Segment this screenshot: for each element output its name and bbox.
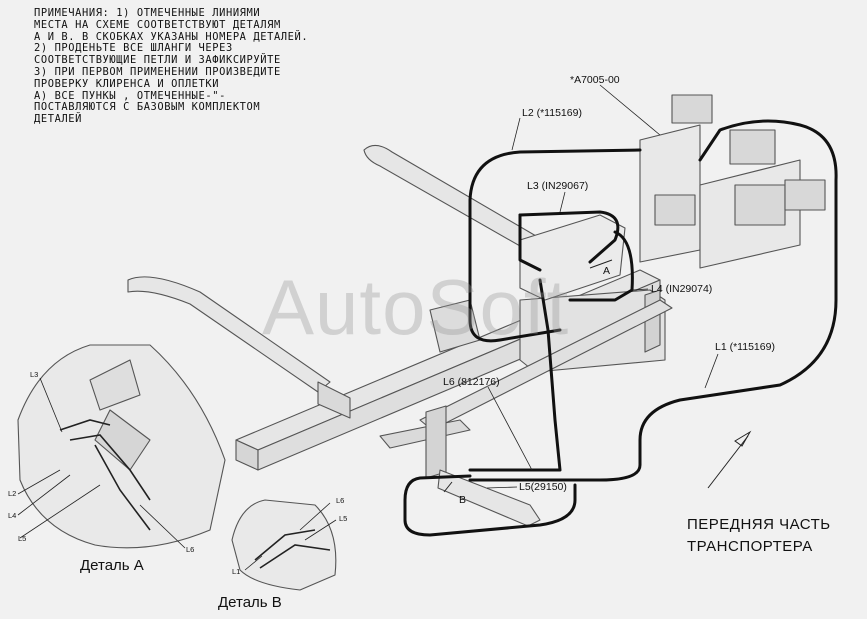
leader-da-l6 bbox=[139, 504, 186, 549]
detail-a-label-l2: L2 bbox=[8, 489, 17, 498]
hose-lower-loop bbox=[518, 213, 542, 272]
detail-b-label-l1: L1 bbox=[232, 567, 241, 576]
valve-body-1 bbox=[671, 94, 713, 124]
callout-l5: L5(29150) bbox=[519, 481, 567, 493]
front-hitch-post bbox=[425, 405, 447, 479]
detail-a-hose-2 bbox=[69, 434, 151, 501]
detail-b-drawing bbox=[231, 499, 337, 591]
leader-l1 bbox=[704, 353, 719, 389]
centre-plate bbox=[519, 214, 626, 301]
note-line: А И В. В СКОБКАХ УКАЗАНЫ НОМЕРА ДЕТАЛЕЙ. bbox=[34, 30, 309, 43]
notes-block: ПРИМЕЧАНИЯ: 1) ОТМЕЧЕННЫЕ ЛИНИЯМИ МЕСТА … bbox=[34, 7, 434, 126]
leader-da-l4 bbox=[17, 474, 71, 516]
mark-b: B bbox=[459, 494, 467, 506]
leader-l2 bbox=[511, 117, 521, 151]
mark-a: A bbox=[603, 265, 611, 277]
note-line: А) ВСЕ ПУНКЫ , ОТМЕЧЕННЫЕ-"- bbox=[34, 89, 226, 102]
valve-body-2 bbox=[729, 129, 776, 165]
watermark-text: AutoSoft bbox=[262, 263, 570, 351]
leader-l6 bbox=[487, 386, 533, 471]
front-caption-line-1: ПЕРЕДНЯЯ ЧАСТЬ bbox=[687, 516, 831, 533]
detail-a-label-l5: L5 bbox=[18, 534, 27, 543]
detail-a-label-l4: L4 bbox=[8, 511, 17, 520]
detail-a-label-l3: L3 bbox=[30, 370, 39, 379]
leader-l4 bbox=[631, 288, 649, 291]
leader-l5 bbox=[486, 486, 518, 489]
hose-l1 bbox=[468, 119, 838, 482]
valve-body-5 bbox=[784, 179, 826, 211]
detail-a-hose-3 bbox=[94, 444, 151, 531]
note-line: СООТВЕТСТВУЮЩИЕ ПЕТЛИ И ЗАФИКСИРУЙТЕ bbox=[34, 54, 281, 67]
leader-l3 bbox=[559, 191, 566, 213]
leader-valve bbox=[599, 84, 661, 136]
arrow-b-line bbox=[443, 481, 453, 493]
note-line: ПОСТАВЛЯЮТСЯ С БАЗОВЫМ КОМПЛЕКТОМ bbox=[34, 101, 261, 114]
detail-b-caption: Деталь В bbox=[218, 594, 282, 611]
note-line: ПРИМЕЧАНИЯ: 1) ОТМЕЧЕННЫЕ ЛИНИЯМИ bbox=[34, 7, 261, 19]
detail-b-hose-2 bbox=[259, 544, 331, 569]
detail-a-bracket bbox=[89, 359, 141, 411]
callout-l6: L6 (812176) bbox=[443, 376, 500, 388]
front-arrow-line bbox=[707, 435, 749, 489]
note-line: 3) ПРИ ПЕРВОМ ПРИМЕНЕНИИ ПРОИЗВЕДИТЕ bbox=[34, 65, 281, 78]
leader-db-l5 bbox=[304, 519, 337, 541]
callout-valve: *A7005-00 bbox=[570, 74, 620, 86]
note-line: ПРОВЕРКУ КЛИРЕНСА И ОПЛЕТКИ bbox=[34, 77, 220, 90]
hose-l6 bbox=[468, 278, 562, 472]
front-direction-caption: ПЕРЕДНЯЯ ЧАСТЬ ТРАНСПОРТЕРА bbox=[687, 514, 831, 558]
leader-db-l1 bbox=[244, 555, 263, 571]
note-line: МЕСТА НА СХЕМЕ СООТВЕТСТВУЮТ ДЕТАЛЯМ bbox=[34, 18, 281, 31]
left-handle-tip bbox=[317, 381, 351, 419]
detail-a-caption: Деталь А bbox=[80, 557, 144, 574]
callout-l1: L1 (*115169) bbox=[715, 341, 775, 353]
hose-l2 bbox=[468, 148, 642, 343]
front-arrow-head bbox=[734, 430, 752, 447]
note-line: 2) ПРОДЕНЬТЕ ВСЕ ШЛАНГИ ЧЕРЕЗ bbox=[34, 42, 233, 55]
guide-bar bbox=[437, 469, 541, 527]
valve-body-4 bbox=[654, 194, 696, 226]
hose-l3 bbox=[518, 210, 620, 264]
hose-l5 bbox=[403, 474, 577, 537]
detail-a-hose-1 bbox=[59, 419, 111, 431]
front-caption-line-2: ТРАНСПОРТЕРА bbox=[687, 538, 813, 555]
callout-l2: L2 (*115169) bbox=[522, 107, 582, 119]
note-line: ДЕТАЛЕЙ bbox=[34, 113, 82, 126]
leader-da-l3 bbox=[39, 377, 63, 433]
detail-b-label-l6: L6 bbox=[336, 496, 345, 505]
leader-db-l6 bbox=[299, 502, 331, 531]
callout-l3: L3 (IN29067) bbox=[527, 180, 589, 192]
detail-a-label-l6: L6 bbox=[186, 545, 195, 554]
valve-body-3 bbox=[734, 184, 786, 226]
arrow-a-line bbox=[589, 259, 613, 269]
detail-b-label-l5: L5 bbox=[339, 514, 348, 523]
leader-da-l2 bbox=[17, 469, 61, 495]
detail-b-hose-1 bbox=[254, 529, 316, 561]
leader-da-l5 bbox=[19, 484, 101, 539]
valve-plate-back bbox=[639, 124, 701, 263]
callout-l4: L4 (IN29074) bbox=[651, 283, 713, 295]
